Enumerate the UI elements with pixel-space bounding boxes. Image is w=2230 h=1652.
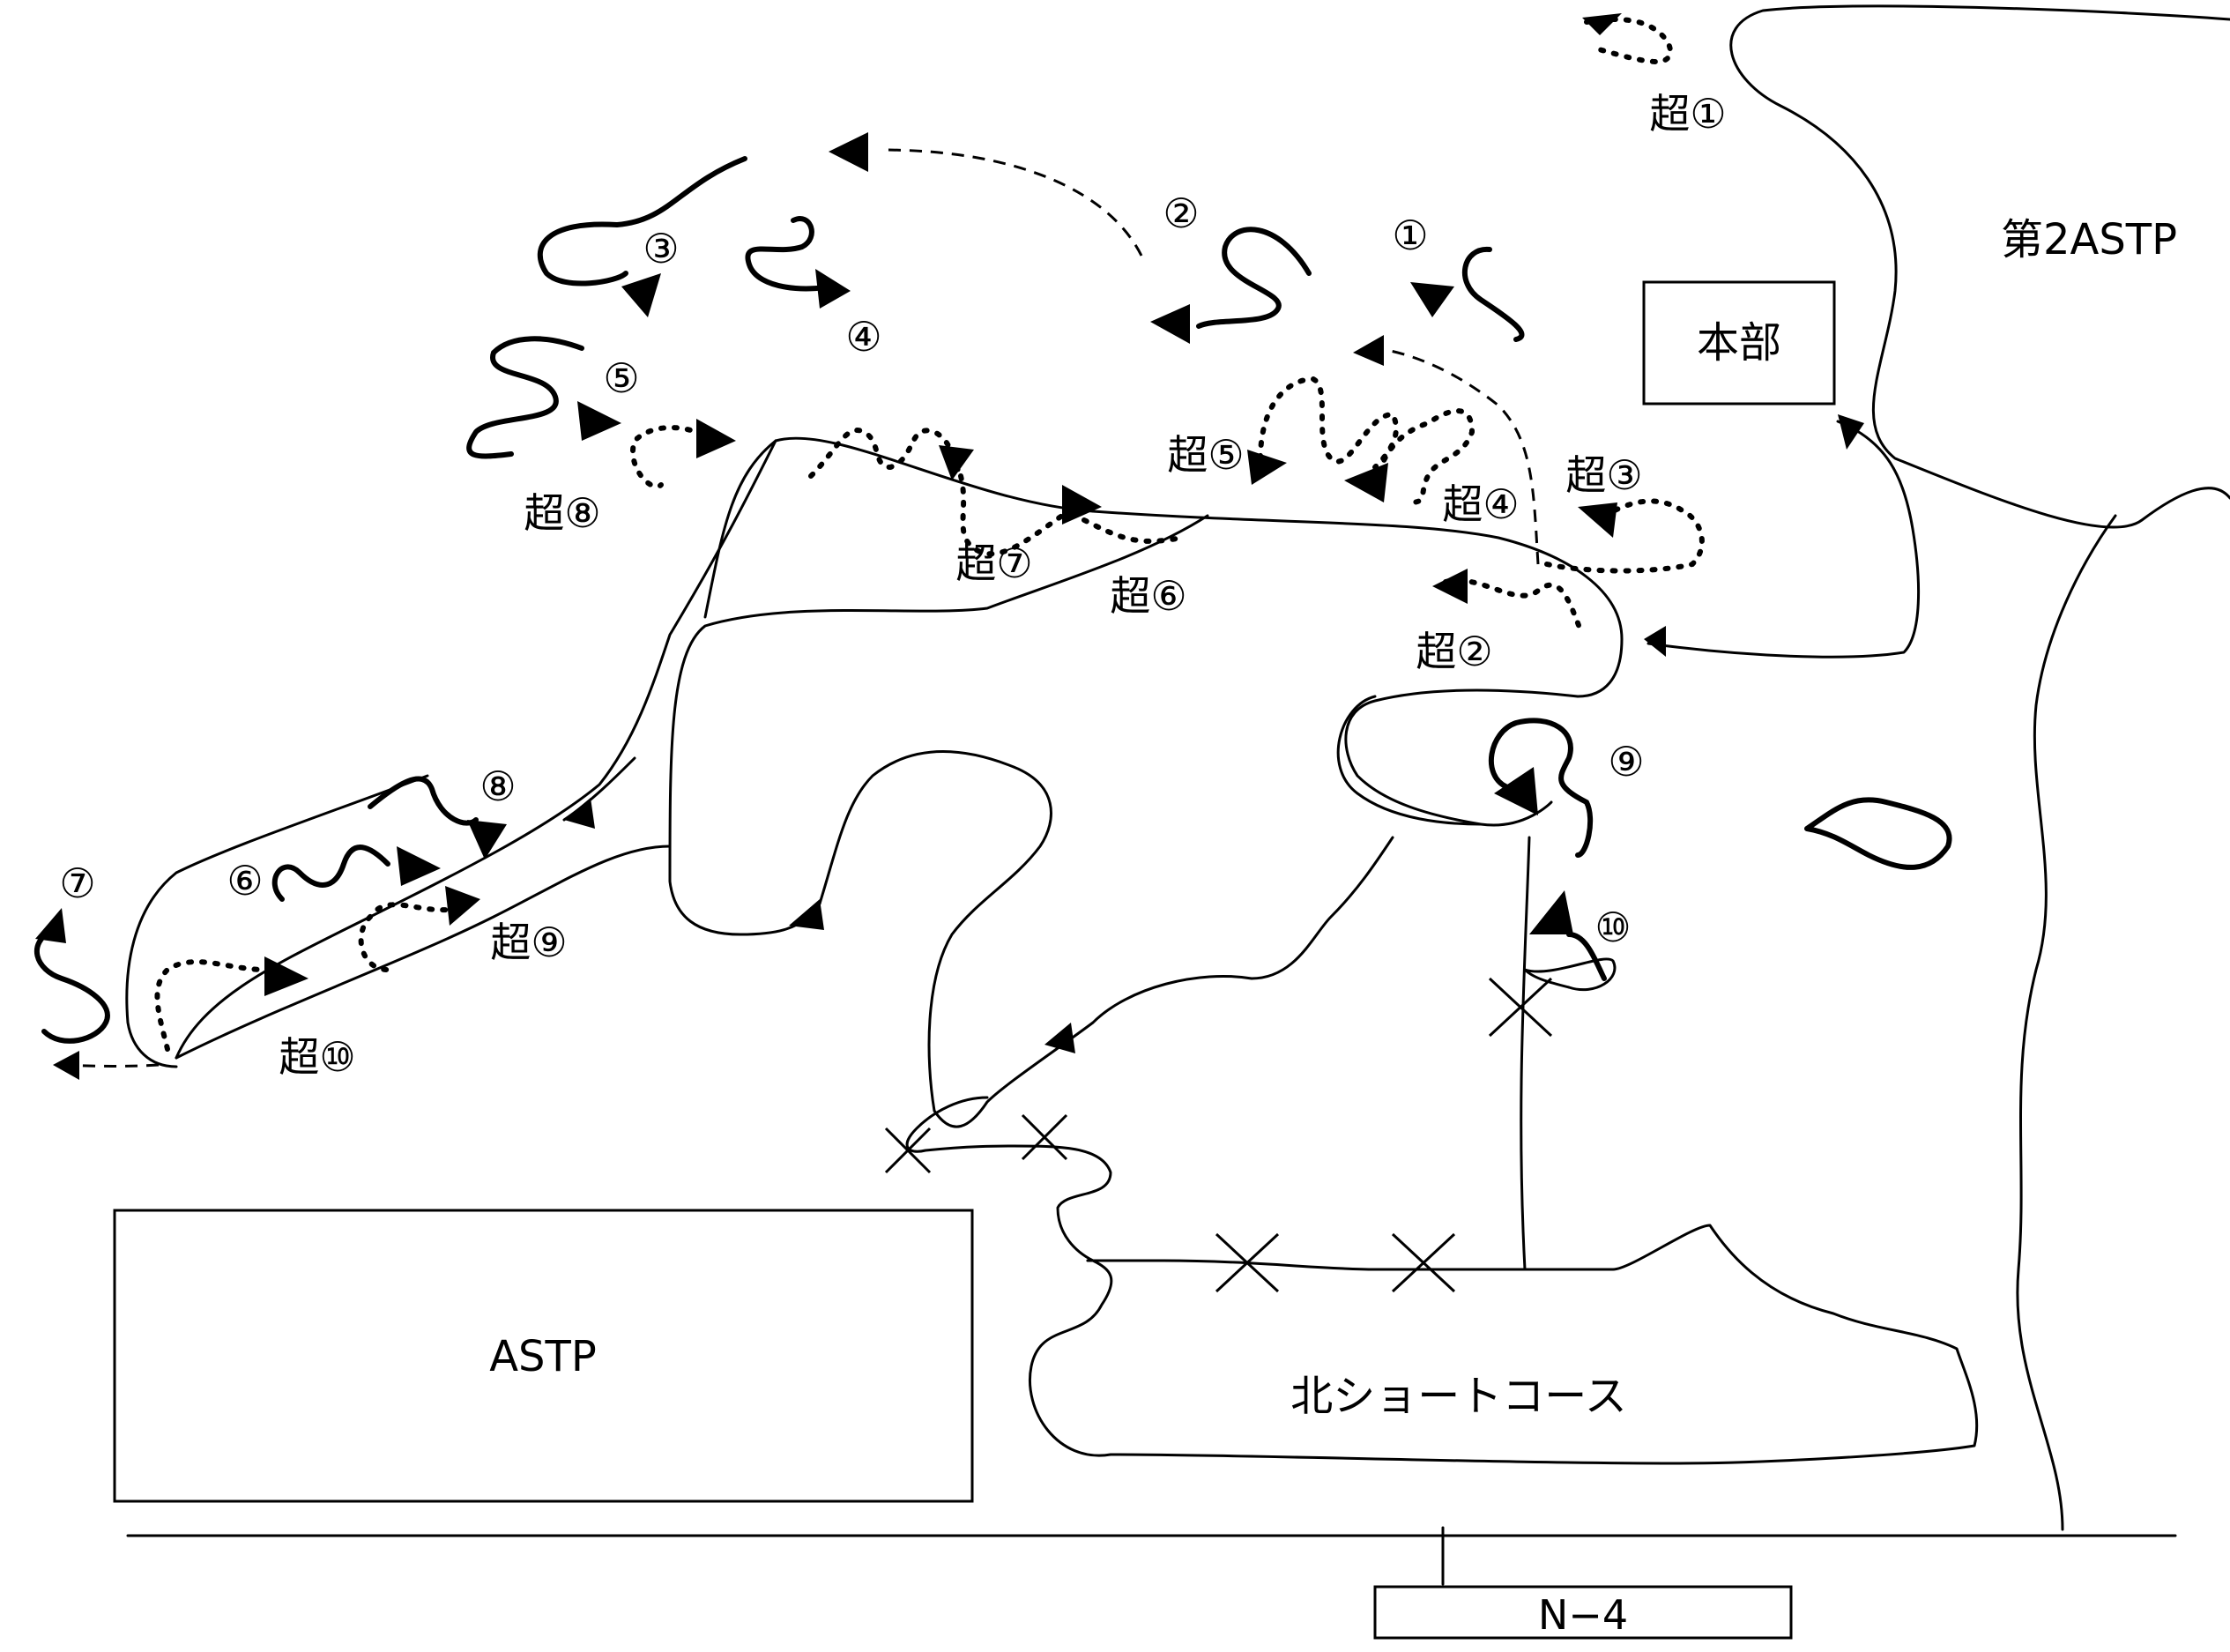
arrow-link-ultra <box>1353 335 1384 366</box>
closure-marks <box>884 977 1553 1293</box>
arrow-4 <box>815 269 851 309</box>
ultra-trail-2 <box>1443 577 1585 637</box>
ultra-label-3: 超③ <box>1565 451 1642 499</box>
ultra-label-5: 超⑤ <box>1167 431 1244 479</box>
road-sign-box <box>1373 1585 1793 1640</box>
trail-10 <box>1566 932 1607 981</box>
arrow-3 <box>621 273 661 317</box>
arrow-10 <box>1529 890 1573 934</box>
ultra-label-4: 超④ <box>1442 480 1519 528</box>
ultra-trail-3 <box>1544 498 1705 574</box>
trail-1 <box>1462 246 1525 342</box>
upper-ridge <box>703 436 1095 619</box>
astp2-label: 第2ASTP <box>2001 215 2177 264</box>
arrow-5 <box>577 401 621 441</box>
arrow-middle <box>789 899 824 930</box>
course-label-6: ⑥ <box>227 857 263 904</box>
course-label-10: ⑩ <box>1594 904 1631 951</box>
ultra-trail-4 <box>1372 408 1476 505</box>
right-lobe-9 <box>1336 695 1483 826</box>
road-sign-label: N−4 <box>1538 1591 1628 1639</box>
ultra-trail-ridge <box>808 428 963 479</box>
course-label-8: ⑧ <box>479 763 516 810</box>
course-label-2: ② <box>1163 190 1199 237</box>
ultra-trail-5 <box>1258 376 1399 470</box>
ultra-trail-6 <box>1082 517 1184 544</box>
hq-path <box>1646 420 1921 659</box>
trail-7 <box>33 927 110 1044</box>
arrow-link-7 <box>53 1051 79 1080</box>
astp2-boundary <box>1729 4 2230 529</box>
arrow-7 <box>35 908 66 943</box>
lower-route <box>905 1096 1979 1465</box>
long-run <box>175 439 777 1060</box>
course-label-3: ③ <box>643 225 679 272</box>
arrow-lower <box>1044 1023 1075 1053</box>
trail-4 <box>745 216 831 292</box>
trail-5 <box>466 336 584 459</box>
link-ultra <box>1374 346 1540 565</box>
trail-8 <box>368 776 479 826</box>
arrow-9 <box>1494 767 1538 815</box>
arrow-ultra-10 <box>264 956 308 996</box>
astp2-edge <box>2016 514 2117 1531</box>
arrow-link-2 <box>829 132 868 172</box>
arrow-ultra-8 <box>696 419 736 458</box>
headquarters-building <box>1642 280 1836 406</box>
astp-label: ASTP <box>489 1332 597 1381</box>
ultra-trail-7 <box>958 473 1078 557</box>
north-short-course-label: 北ショートコース <box>1290 1372 1627 1421</box>
headquarters-label: 本部 <box>1697 318 1781 368</box>
arrow-long-run <box>564 798 595 829</box>
arrow-ultra-5 <box>1247 450 1287 485</box>
arrow-1 <box>1410 282 1454 317</box>
arrow-ultra-4 <box>1344 463 1388 502</box>
ultra-trail-9 <box>358 902 461 972</box>
arrow-ultra-6 <box>1062 485 1102 525</box>
ultra-label-7: 超⑦ <box>955 540 1032 587</box>
course-label-9: ⑨ <box>1608 738 1644 785</box>
short-course-spine <box>1520 836 1531 1271</box>
arrow-ultra-9 <box>445 886 480 926</box>
course-label-1: ① <box>1392 212 1428 259</box>
long-run-right <box>175 845 672 1060</box>
ultra-label-8: 超⑧ <box>524 489 600 537</box>
arrow-8 <box>467 820 507 859</box>
course-label-7: ⑦ <box>59 859 95 907</box>
link-7 <box>65 1063 160 1068</box>
trail-9 <box>1489 718 1594 858</box>
course-label-4: ④ <box>845 313 881 361</box>
ultra-label-1: 超① <box>1649 90 1726 138</box>
astp-building <box>113 1209 974 1503</box>
arrow-return <box>1644 626 1666 657</box>
ultra-label-2: 超② <box>1416 628 1492 675</box>
ultra-trail-1 <box>1584 17 1673 65</box>
middle-lobe <box>818 750 1394 1128</box>
arrow-ultra-1 <box>1582 13 1622 35</box>
left-trail <box>125 774 429 1068</box>
link-2-to-3 <box>881 148 1143 257</box>
arrow-ultra-2 <box>1432 569 1468 604</box>
arrow-ultra-3 <box>1578 502 1617 538</box>
ultra-label-9: 超⑨ <box>490 919 567 966</box>
trail-right <box>1804 797 1952 870</box>
ultra-label-10: 超⑩ <box>279 1033 355 1081</box>
arrow-hq <box>1838 414 1864 450</box>
arrow-2 <box>1150 304 1190 344</box>
left-branch <box>562 756 636 822</box>
upper-slope-left <box>668 514 1209 936</box>
trail-2 <box>1196 227 1312 329</box>
course-label-5: ⑤ <box>603 354 639 402</box>
ultra-label-6: 超⑥ <box>1110 572 1186 620</box>
arrow-ultra-7 <box>939 445 974 480</box>
ultra-trail-10 <box>154 959 267 1052</box>
arrow-6 <box>397 846 441 886</box>
upper-slope-boundary <box>1091 510 1624 827</box>
ultra-trail-8 <box>630 425 717 489</box>
trail-3 <box>537 156 747 286</box>
trail-6 <box>271 845 390 902</box>
